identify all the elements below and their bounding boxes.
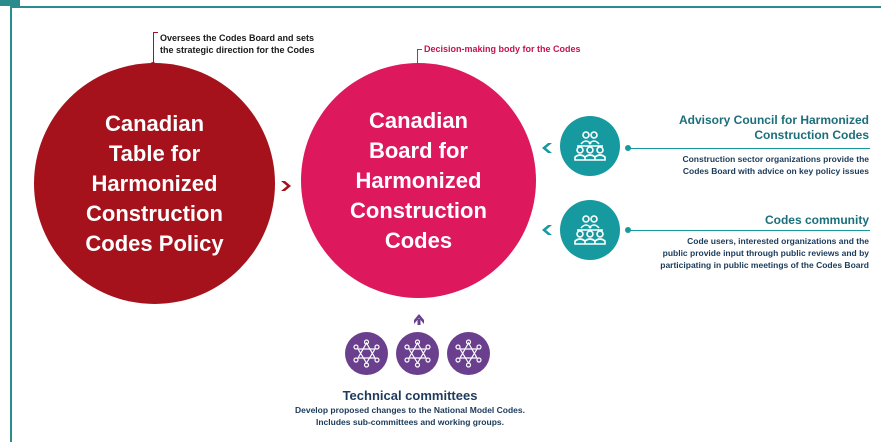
advisory-dot <box>625 145 631 151</box>
advisory-line <box>628 148 870 149</box>
board-note: Decision-making body for the Codes <box>424 44 581 54</box>
diagram-frame <box>10 6 881 442</box>
technical-committees-description: Develop proposed changes to the National… <box>294 405 525 427</box>
codes-board-circle: Canadian Board for Harmonized Constructi… <box>301 63 536 298</box>
technical-committees-title: Technical committees <box>342 388 478 403</box>
advisory-council-title: Advisory Council for Harmonized Construc… <box>678 113 869 142</box>
arrow-left-icon <box>542 225 552 235</box>
policy-table-label: Canadian Table for Harmonized Constructi… <box>85 110 224 256</box>
technical-committee-icon-circle <box>345 332 388 375</box>
policy-table-circle: Canadian Table for Harmonized Constructi… <box>34 63 275 304</box>
policy-note-hline <box>153 32 158 33</box>
advisory-council-description: Construction sector organizations provid… <box>682 154 869 176</box>
network-star-icon <box>455 339 482 368</box>
codes-community-title: Codes community <box>764 213 869 227</box>
network-star-icon <box>404 339 431 368</box>
people-group-icon <box>574 215 606 245</box>
technical-committee-icon-circle <box>396 332 439 375</box>
codes-community-description: Code users, interested organizations and… <box>660 236 869 270</box>
header-accent <box>0 0 20 6</box>
policy-note-line <box>153 32 154 65</box>
arrow-up-icon <box>414 314 424 325</box>
arrow-right-icon <box>281 181 291 191</box>
board-note-line <box>417 49 418 66</box>
network-star-icon <box>353 339 380 368</box>
community-dot <box>625 227 631 233</box>
advisory-council-icon-circle <box>560 116 620 176</box>
policy-note: Oversees the Codes Board and sets the st… <box>160 33 315 55</box>
codes-community-icon-circle <box>560 200 620 260</box>
technical-committee-icon-circle <box>447 332 490 375</box>
people-group-icon <box>574 131 606 161</box>
arrow-left-icon <box>542 143 552 153</box>
codes-board-label: Canadian Board for Harmonized Constructi… <box>350 107 487 253</box>
policy-note-dot <box>150 62 156 68</box>
board-note-hline <box>417 49 422 50</box>
community-line <box>628 230 870 231</box>
board-note-dot <box>414 63 420 69</box>
